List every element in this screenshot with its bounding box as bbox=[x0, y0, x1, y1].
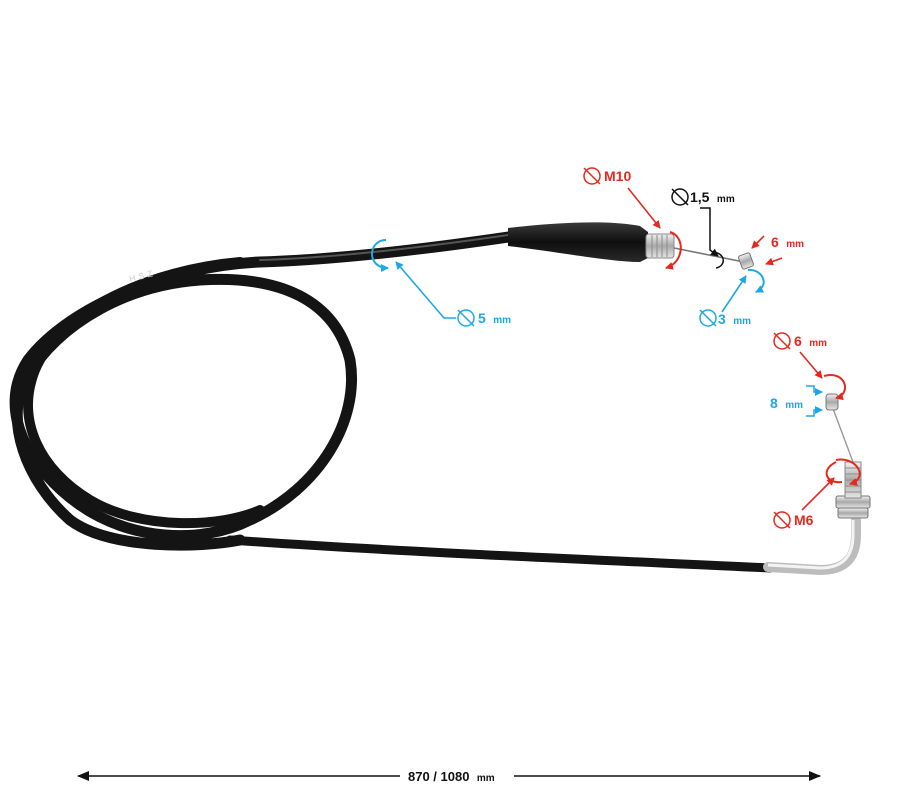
svg-text:1,5 mm: 1,5 mm bbox=[690, 189, 735, 206]
threaded-adjuster-m10 bbox=[645, 233, 675, 259]
total-length-unit: mm bbox=[477, 773, 495, 784]
bottom-nipple bbox=[825, 393, 839, 411]
top-nipple bbox=[738, 252, 754, 270]
annotation-thread-top: M10 bbox=[583, 167, 682, 270]
wire-diameter-unit: mm bbox=[717, 194, 735, 205]
rotation-arrow-icon bbox=[823, 374, 846, 401]
bottom-nipple-diameter-value: 6 bbox=[794, 333, 802, 349]
rotation-arrow-icon bbox=[371, 239, 389, 272]
top-nipple-diameter-unit: mm bbox=[733, 316, 751, 327]
bottom-nipple-diameter-unit: mm bbox=[809, 338, 827, 349]
annotation-top-nipple-width: 6 mm bbox=[751, 234, 804, 266]
annotation-bottom-nipple-diameter: 6 mm bbox=[773, 332, 846, 401]
rotation-arrow-icon bbox=[713, 251, 724, 269]
svg-text:870 / 1080 mm: 870 / 1080 mm bbox=[408, 768, 495, 785]
bottom-nipple-length-value: 8 bbox=[770, 395, 778, 411]
rotation-arrow-icon bbox=[665, 231, 682, 270]
svg-text:6 mm: 6 mm bbox=[771, 234, 804, 251]
rotation-arrow-icon bbox=[825, 461, 843, 484]
outer-sheath-value: 5 bbox=[478, 310, 486, 326]
diameter-symbol-icon bbox=[699, 309, 717, 327]
svg-text:5 mm: 5 mm bbox=[478, 310, 511, 327]
rotation-arrow-icon bbox=[747, 268, 765, 293]
annotation-bottom-nipple-length: 8 mm bbox=[770, 385, 823, 417]
inner-wire-top bbox=[673, 247, 745, 263]
diameter-symbol-icon bbox=[773, 511, 791, 529]
bottom-nipple-length-unit: mm bbox=[785, 400, 803, 411]
top-end-assembly bbox=[508, 222, 754, 270]
cable-sheath bbox=[9, 230, 775, 573]
top-nipple-width-unit: mm bbox=[786, 239, 804, 250]
rubber-boot bbox=[508, 222, 648, 262]
diameter-symbol-icon bbox=[671, 188, 689, 206]
rotation-arrow-icon bbox=[835, 458, 861, 486]
svg-text:6 mm: 6 mm bbox=[794, 333, 827, 350]
bottom-lock-nut-2 bbox=[837, 507, 869, 519]
top-nipple-width-value: 6 bbox=[771, 234, 779, 250]
wire-diameter-value: 1,5 bbox=[690, 189, 710, 205]
annotation-top-nipple-diameter: 3 mm bbox=[699, 268, 765, 328]
diameter-symbol-icon bbox=[583, 167, 601, 185]
thread-bottom-label: M6 bbox=[794, 512, 814, 528]
thread-top-label: M10 bbox=[604, 168, 631, 184]
svg-text:3 mm: 3 mm bbox=[718, 311, 751, 328]
annotation-outer-sheath: 5 mm bbox=[371, 239, 511, 327]
diameter-symbol-icon bbox=[457, 309, 475, 327]
metal-bend-tube bbox=[763, 515, 861, 576]
inner-wire-bottom bbox=[831, 405, 854, 463]
annotation-wire-diameter: 1,5 mm bbox=[671, 188, 735, 269]
annotation-thread-bottom: M6 bbox=[773, 458, 861, 529]
svg-text:8 mm: 8 mm bbox=[770, 395, 803, 412]
top-nipple-diameter-value: 3 bbox=[718, 311, 726, 327]
outer-sheath-unit: mm bbox=[493, 315, 511, 326]
diameter-symbol-icon bbox=[773, 332, 791, 350]
total-length-value: 870 / 1080 bbox=[408, 769, 469, 784]
total-length-dimension: 870 / 1080 mm bbox=[77, 768, 821, 785]
